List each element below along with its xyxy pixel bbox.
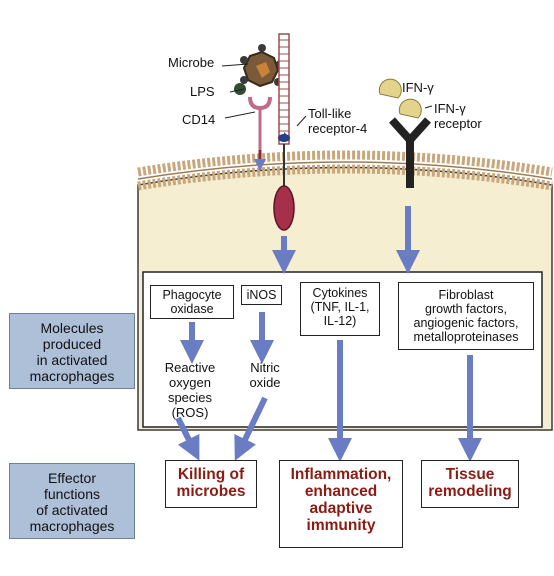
- cell-membrane-inner: [137, 164, 553, 191]
- effectors-side-label: Effector functions of activated macropha…: [9, 463, 135, 539]
- lps-label: LPS: [190, 84, 215, 99]
- fibroblast-factors-box: Fibroblast growth factors, angiogenic fa…: [398, 282, 534, 350]
- inflammation-box: Inflammation, enhanced adaptive immunity: [279, 460, 403, 548]
- killing-microbes-box: Killing of microbes: [165, 460, 257, 508]
- inos-box: iNOS: [241, 285, 282, 305]
- ifn-gamma-receptor-label: IFN-γ receptor: [434, 101, 482, 131]
- ifn-gamma-label: IFN-γ: [402, 80, 434, 95]
- cd14-icon: [248, 96, 272, 111]
- microbe-label: Microbe: [168, 55, 215, 70]
- phagocyte-oxidase-box: Phagocyte oxidase: [150, 285, 234, 319]
- ifn-gamma-bound-icon: [398, 98, 422, 119]
- cell-membrane-outer: [137, 150, 553, 177]
- nitric-oxide-label: Nitric oxide: [249, 360, 281, 390]
- tlr4-label: Toll-like receptor-4: [308, 106, 368, 136]
- microbe-icon: [234, 44, 284, 95]
- ifn-gamma-receptor-icon: [389, 117, 431, 146]
- cd14-label: CD14: [182, 112, 216, 127]
- tissue-remodeling-box: Tissue remodeling: [421, 460, 519, 508]
- molecules-side-label: Molecules produced in activated macropha…: [9, 313, 135, 389]
- ifn-gamma-icon: [378, 78, 402, 99]
- ros-label: Reactive oxygen species (ROS): [164, 360, 216, 420]
- signaling-molecule-icon: [273, 185, 295, 231]
- cytokines-box: Cytokines (TNF, IL-1, IL-12): [300, 282, 380, 336]
- tlr4-icon: [273, 33, 295, 231]
